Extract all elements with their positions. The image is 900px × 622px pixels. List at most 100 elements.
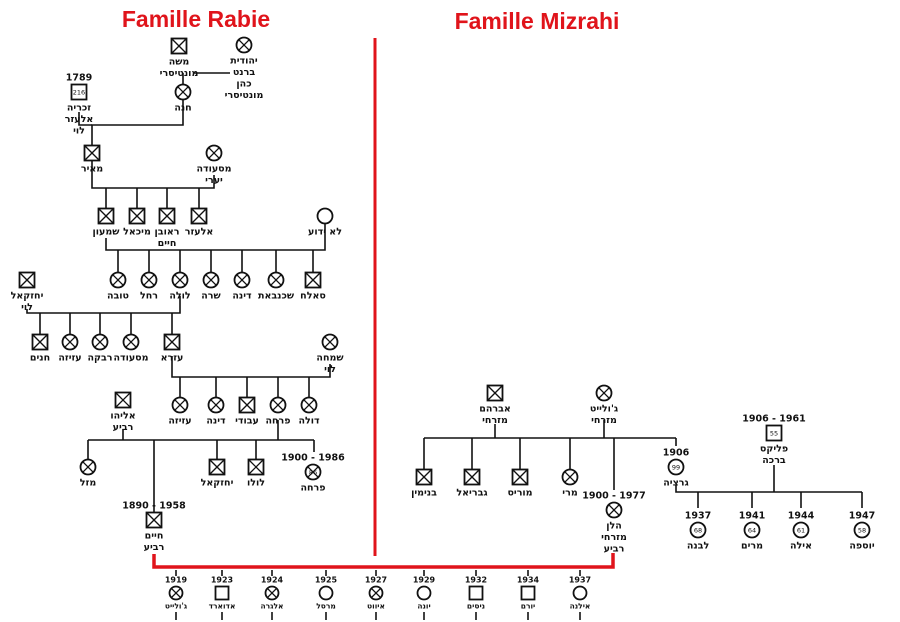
person-sara[interactable]: שרה — [201, 271, 222, 302]
person-name: ברכה — [762, 455, 786, 466]
person-name: לא ידוע — [308, 227, 342, 238]
person-mazal[interactable]: מזל — [79, 458, 97, 489]
person-binyamin[interactable]: בנימין — [411, 468, 437, 499]
connector-line — [171, 356, 331, 378]
person-aziza2[interactable]: עזיזה — [168, 396, 192, 427]
female-circle-icon — [792, 521, 810, 539]
female-circle-deceased-icon — [233, 271, 251, 289]
person-number: 99 — [672, 464, 680, 472]
person-lulu[interactable]: לולו — [247, 458, 265, 489]
female-circle-deceased-icon — [171, 396, 189, 414]
person-shchnbaat[interactable]: שכנבאת — [258, 271, 295, 302]
person-masuda2[interactable]: מסעודה — [113, 333, 149, 364]
male-square-deceased-icon — [486, 384, 504, 402]
person-meir[interactable]: מאיר — [81, 144, 103, 175]
person-elazar[interactable]: אלעזר — [185, 207, 214, 238]
connector-line — [105, 223, 326, 251]
female-circle-icon — [743, 521, 761, 539]
title-famille-rabie: Famille Rabie — [121, 6, 271, 32]
person-unknown[interactable]: לא ידוע — [308, 207, 342, 238]
person-name: מיכאל — [123, 227, 151, 238]
person-name: הלן — [606, 521, 622, 532]
male-square-deceased-icon — [463, 468, 481, 486]
person-salach[interactable]: סאלח — [300, 271, 326, 302]
person-rachel[interactable]: רחל — [140, 271, 158, 302]
person-name: מונטיסרי — [160, 68, 199, 79]
male-square-deceased-icon — [415, 468, 433, 486]
person-name: מרסל — [316, 602, 336, 611]
person-dina2[interactable]: דינה — [206, 396, 226, 427]
person-name: עזרא — [161, 353, 184, 364]
person-mari[interactable]: מרי — [561, 468, 579, 499]
female-circle-deceased-icon — [79, 458, 97, 476]
female-circle-deceased-icon — [321, 333, 339, 351]
person-name: לבנה — [687, 541, 709, 552]
person-moris[interactable]: מוריס — [507, 468, 533, 499]
connector-line — [91, 160, 215, 189]
male-square-deceased-icon — [31, 333, 49, 351]
person-years: 1890 - 1958 — [122, 501, 186, 512]
connector-line — [91, 100, 184, 146]
person-shimon[interactable]: שמעון — [93, 207, 121, 238]
person-dula[interactable]: דולה — [298, 396, 320, 427]
person-years: 1947 — [849, 511, 875, 522]
person-hanna[interactable]: חנה — [174, 83, 192, 114]
person-name: רביע — [144, 542, 165, 553]
person-chanim[interactable]: חנים — [30, 333, 50, 364]
person-michael[interactable]: מיכאל — [123, 207, 151, 238]
person-name: לולה — [169, 291, 190, 302]
person-gavriel[interactable]: גבריאל — [456, 468, 488, 499]
male-square-deceased-icon — [247, 458, 265, 476]
person-years: 1789 — [66, 73, 92, 84]
female-circle-deceased-icon — [267, 271, 285, 289]
male-square-icon — [70, 83, 88, 101]
person-aziza1[interactable]: עזיזה — [58, 333, 82, 364]
male-square-deceased-icon — [128, 207, 146, 225]
female-circle-deceased-icon — [205, 144, 223, 162]
person-dina1[interactable]: דינה — [232, 271, 252, 302]
person-lula[interactable]: לולה — [169, 271, 191, 302]
person-tova[interactable]: טובה — [107, 271, 129, 302]
person-yechezkel2[interactable]: יחזקאל — [201, 458, 234, 489]
person-ezra[interactable]: עזרא — [161, 333, 184, 364]
female-circle-deceased-icon — [174, 83, 192, 101]
person-name: סאלח — [300, 291, 326, 302]
person-farcha1[interactable]: פרחה — [265, 396, 291, 427]
person-name: יחזקאל — [11, 291, 44, 302]
person-name: דינה — [206, 416, 226, 427]
person-rivka[interactable]: רבקה — [87, 333, 113, 364]
person-name: מסעודה — [113, 353, 148, 364]
person-name: דולה — [298, 416, 320, 427]
male-square-deceased-icon — [304, 271, 322, 289]
person-ovadi[interactable]: עבודי — [235, 396, 259, 427]
